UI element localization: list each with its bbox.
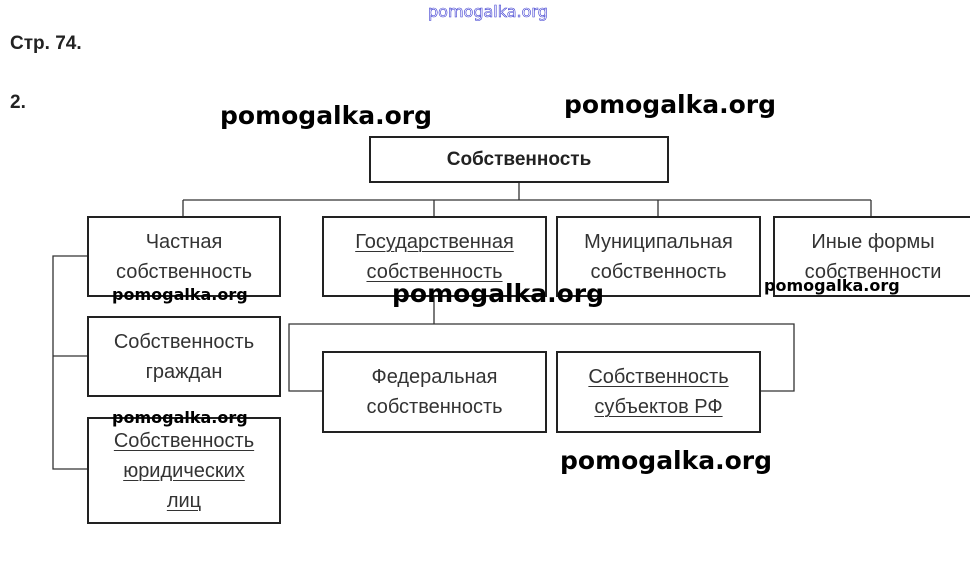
connector-line [288, 323, 795, 392]
box-line: Федеральная [371, 366, 498, 388]
watermark: pomogalka.org [112, 408, 248, 427]
box-line: собственность [590, 260, 727, 283]
box-line: Частная [145, 230, 223, 253]
watermark: pomogalka.org [560, 446, 773, 475]
box-line: Собственность [113, 330, 255, 353]
watermark: pomogalka.org [112, 285, 248, 304]
box-line: граждан [145, 360, 223, 383]
box-line: лиц [166, 489, 202, 512]
watermark: pomogalka.org [564, 90, 777, 119]
box-line: Собственность [113, 429, 255, 452]
watermark: pomogalka.org [764, 276, 900, 295]
watermark: pomogalka.org [220, 101, 433, 130]
box-line: юридических [123, 459, 245, 482]
connector-line [52, 255, 88, 470]
box-line: Собственность [588, 366, 729, 388]
box-private: Частная собственность [87, 216, 281, 297]
box-line: Государственная [355, 230, 514, 253]
box-subjects: Собственность субъектов РФ [556, 351, 761, 433]
box-root: Собственность [369, 136, 669, 183]
box-citizens: Собственность граждан [87, 316, 281, 397]
box-line: субъектов РФ [594, 396, 723, 418]
root-label: Собственность [446, 148, 592, 170]
task-number: 2. [10, 92, 26, 113]
box-state: Государственная собственность [322, 216, 547, 297]
box-line: собственности [804, 260, 942, 283]
box-legal-entities: Собственность юридических лиц [87, 417, 281, 524]
box-line: собственность [115, 260, 253, 283]
box-line: собственность [366, 260, 503, 283]
box-federal: Федеральная собственность [322, 351, 547, 433]
box-line: Муниципальная [584, 230, 733, 253]
watermark-top: pomogalka.org [428, 2, 548, 22]
box-other: Иные формы собственности [773, 216, 970, 297]
box-line: Иные формы [811, 230, 935, 253]
page-label: Стр. 74. [10, 33, 82, 54]
watermark: pomogalka.org [392, 279, 605, 308]
box-line: собственность [366, 396, 503, 418]
box-municipal: Муниципальная собственность [556, 216, 761, 297]
